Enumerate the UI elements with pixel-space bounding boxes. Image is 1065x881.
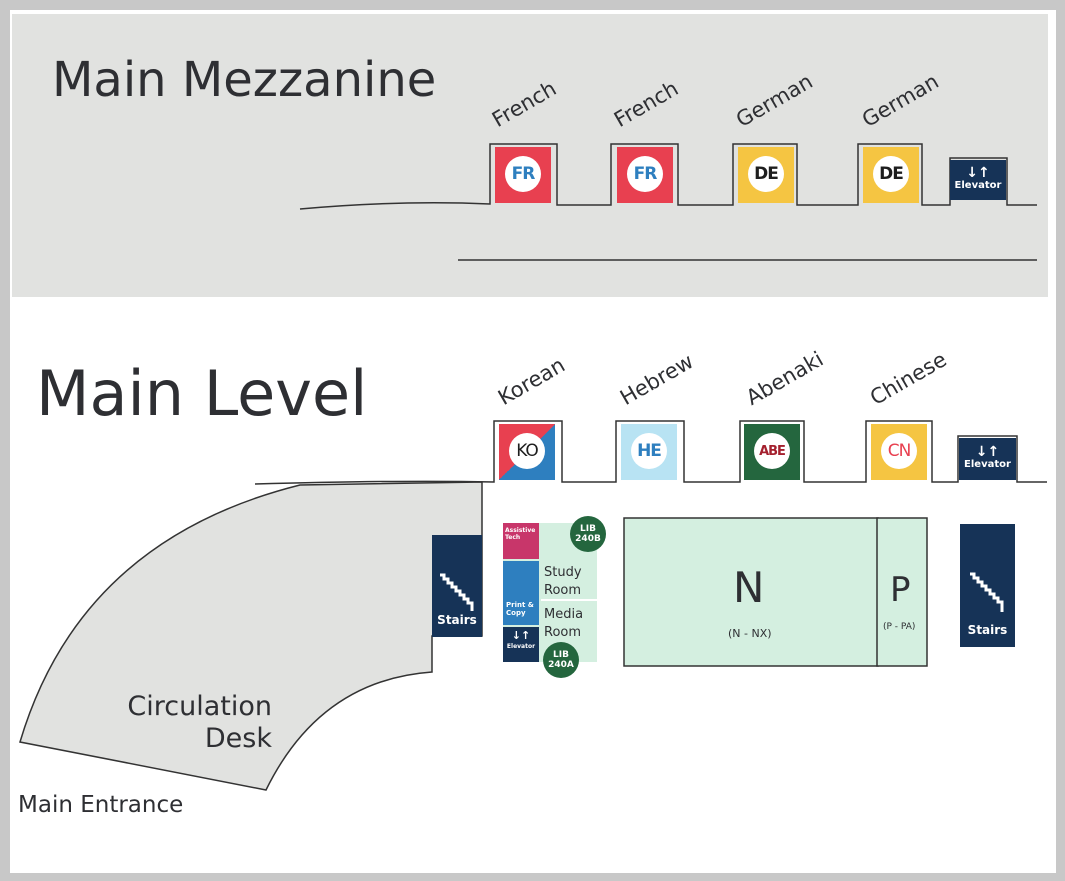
mezzanine-title: Main Mezzanine xyxy=(52,52,437,108)
korean-badge: KO xyxy=(499,424,555,480)
chinese-badge: CN xyxy=(871,424,927,480)
german-code-2: DE xyxy=(873,156,909,192)
study-room-label: Study Room xyxy=(544,565,582,598)
french-badge-2: FR xyxy=(617,147,673,203)
print-copy-room: Print & Copy xyxy=(503,561,539,625)
abenaki-code: ABE xyxy=(754,433,790,469)
stack-n-area xyxy=(623,517,879,667)
small-elevator-label: Elevator xyxy=(506,643,536,650)
lib-240b-label: LIB 240B xyxy=(575,524,601,544)
main-entrance-label: Main Entrance xyxy=(18,792,184,818)
mezzanine-elevator: ↓↑ Elevator xyxy=(950,160,1006,200)
stairs-icon xyxy=(440,573,474,611)
main-elevator-label: Elevator xyxy=(964,459,1011,470)
stairs-right-label: Stairs xyxy=(967,623,1008,637)
elevator-arrows-icon: ↓↑ xyxy=(511,629,531,642)
french-badge-1: FR xyxy=(495,147,551,203)
french-code-2: FR xyxy=(627,156,663,192)
german-badge-1: DE xyxy=(738,147,794,203)
lib-240a-badge: LIB 240A xyxy=(543,642,579,678)
main-elevator: ↓↑ Elevator xyxy=(959,438,1016,480)
main-level-title: Main Level xyxy=(36,357,368,430)
lib-240b-badge: LIB 240B xyxy=(570,516,606,552)
korean-code: KO xyxy=(509,433,545,469)
hebrew-code: HE xyxy=(631,433,667,469)
stairs-right: Stairs xyxy=(960,524,1015,647)
stack-p-area xyxy=(876,517,928,667)
stack-n-letter: N xyxy=(733,563,765,612)
stack-n-range: (N - NX) xyxy=(728,627,772,640)
stairs-icon xyxy=(970,572,1004,612)
stairs-left-label: Stairs xyxy=(437,613,477,627)
elevator-arrows-icon: ↓↑ xyxy=(966,165,990,181)
german-code-1: DE xyxy=(748,156,784,192)
circulation-desk-label: Circulation Desk xyxy=(127,691,272,754)
circulation-desk-area xyxy=(19,481,483,791)
mezzanine-elevator-label: Elevator xyxy=(954,180,1002,191)
stack-p-letter: P xyxy=(890,570,911,610)
french-code-1: FR xyxy=(505,156,541,192)
german-badge-2: DE xyxy=(863,147,919,203)
abenaki-badge: ABE xyxy=(744,424,800,480)
media-room-label: Media Room xyxy=(544,607,584,640)
elevator-arrows-icon: ↓↑ xyxy=(975,444,1000,460)
stack-p-range: (P - PA) xyxy=(883,622,916,632)
assistive-tech-room: Assistive Tech xyxy=(503,523,539,559)
hebrew-badge: HE xyxy=(621,424,677,480)
main-level-wall xyxy=(254,420,1047,485)
chinese-code: CN xyxy=(881,433,917,469)
lib-240a-label: LIB 240A xyxy=(548,650,574,670)
small-elevator: ↓↑ Elevator xyxy=(503,627,539,662)
mezzanine-wall xyxy=(299,143,1037,210)
stairs-left: Stairs xyxy=(432,535,482,637)
